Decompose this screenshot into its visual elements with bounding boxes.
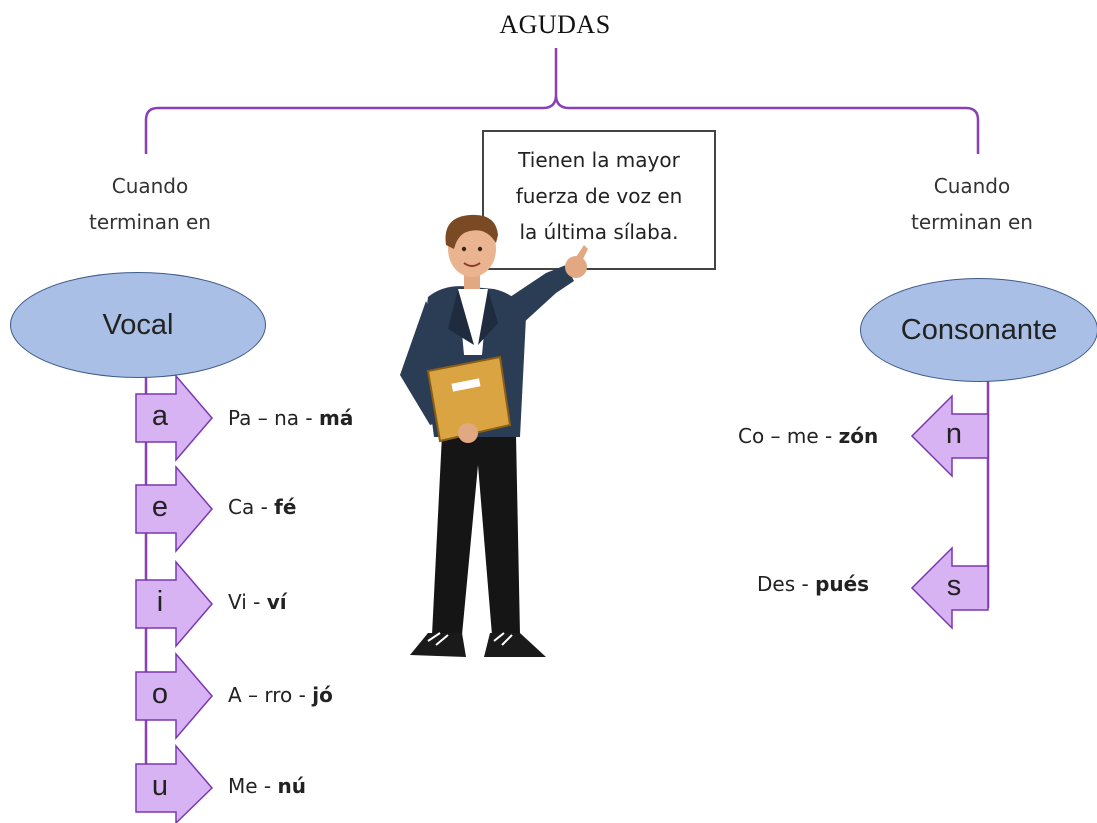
vowel-letter-u: u xyxy=(151,770,169,802)
right-condition-line-2: terminan en xyxy=(910,210,1033,234)
arrow-o xyxy=(135,651,213,741)
vocal-ellipse-label: Vocal xyxy=(102,308,174,341)
example-word-despues-stressed: pués xyxy=(815,572,870,596)
left-condition: Cuando terminan en xyxy=(50,168,250,240)
definition-line-2: fuerza de voz en xyxy=(515,184,683,208)
consonante-ellipse-label: Consonante xyxy=(900,313,1058,346)
arrow-n xyxy=(910,394,989,478)
arrow-s xyxy=(910,546,989,630)
arrow-a xyxy=(135,373,213,463)
diagram-title: AGUDAS xyxy=(499,10,611,39)
right-condition-line-1: Cuando xyxy=(933,174,1011,198)
example-word-cafe-stressed: fé xyxy=(274,495,297,519)
example-word-cafe-prefix: Ca - xyxy=(228,495,275,519)
example-word-comezon: Co – me - zón xyxy=(738,424,878,448)
arrow-e xyxy=(135,464,213,554)
definition-box: Tienen la mayor fuerza de voz en la últi… xyxy=(482,130,716,270)
example-word-panama-prefix: Pa – na - xyxy=(228,406,319,430)
vowel-letter-i: i xyxy=(156,586,164,618)
vocal-ellipse: Vocal xyxy=(10,272,266,378)
teacher-illustration xyxy=(400,214,588,657)
vowel-letter-e: e xyxy=(151,491,169,523)
definition-line-3: la última sílaba. xyxy=(519,220,679,244)
example-word-arrojo-prefix: A – rro - xyxy=(228,683,313,707)
example-word-comezon-prefix: Co – me - xyxy=(738,424,839,448)
example-word-arrojo: A – rro - jó xyxy=(228,683,333,707)
top-bracket xyxy=(144,48,980,154)
example-word-panama: Pa – na - má xyxy=(228,406,353,430)
definition-line-1: Tienen la mayor xyxy=(518,148,680,172)
example-word-vivi-stressed: ví xyxy=(266,590,287,614)
example-word-despues-prefix: Des - xyxy=(757,572,816,596)
example-word-menu-prefix: Me - xyxy=(228,774,278,798)
left-condition-line-2: terminan en xyxy=(88,210,211,234)
consonant-letter-s: s xyxy=(946,570,962,602)
example-word-arrojo-stressed: jó xyxy=(312,683,333,707)
example-word-vivi: Vi - ví xyxy=(228,590,287,614)
example-word-menu-stressed: nú xyxy=(277,774,306,798)
example-word-vivi-prefix: Vi - xyxy=(228,590,267,614)
vowel-letter-a: a xyxy=(151,400,169,432)
consonant-letter-n: n xyxy=(945,418,963,450)
consonante-ellipse: Consonante xyxy=(860,278,1097,382)
example-word-menu: Me - nú xyxy=(228,774,306,798)
vowel-letter-o: o xyxy=(151,678,169,710)
arrow-i xyxy=(135,559,213,649)
example-word-comezon-stressed: zón xyxy=(838,424,879,448)
left-condition-line-1: Cuando xyxy=(111,174,189,198)
example-word-panama-stressed: má xyxy=(319,406,354,430)
example-word-despues: Des - pués xyxy=(757,572,869,596)
example-word-cafe: Ca - fé xyxy=(228,495,296,519)
arrow-u xyxy=(135,743,214,823)
right-condition: Cuando terminan en xyxy=(872,168,1072,240)
